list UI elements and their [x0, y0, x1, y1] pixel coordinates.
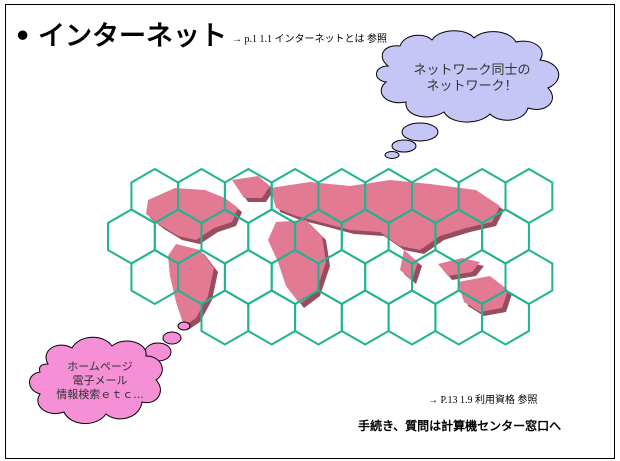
thought-bubble-top-text: ネットワーク同士の ネットワーク！	[388, 63, 556, 96]
title-bullet: •	[14, 21, 32, 52]
network-hexagon	[340, 289, 390, 346]
network-hexagon	[247, 289, 297, 346]
network-hexagon	[223, 248, 273, 306]
thought-bubble-bottom-text: ホームページ 電子メール 情報検索ｅｔｃ...	[48, 360, 152, 401]
network-hexagon	[481, 289, 530, 346]
network-hexagon	[504, 167, 554, 225]
thought-bubble-top	[376, 30, 560, 159]
network-hexagon	[387, 289, 437, 346]
thought-bubble-bottom-line: 電子メール	[72, 373, 128, 387]
reference-note-top: → p.1 1.1 インターネットとは 参照	[232, 34, 387, 45]
procedure-note: 手続き、質問は計算機センター窓口へ	[358, 419, 562, 433]
title-text: インターネット	[38, 21, 227, 52]
thought-bubble-bottom-line: 情報検索ｅｔｃ...	[56, 387, 144, 401]
network-hexagon	[107, 208, 156, 265]
thought-bubble-bottom-line: ホームページ	[67, 360, 133, 373]
page-title: •インターネット	[14, 14, 227, 53]
network-hexagon	[504, 248, 554, 306]
hexagon-network-grid	[107, 167, 554, 346]
thought-bubble-top-line: ネットワーク！	[426, 79, 518, 95]
thought-bubble-bottom	[29, 321, 191, 424]
thought-bubble-top-line: ネットワーク同士の	[413, 63, 531, 78]
reference-note-bottom: → P.13 1.9 利用資格 参照	[428, 395, 538, 406]
